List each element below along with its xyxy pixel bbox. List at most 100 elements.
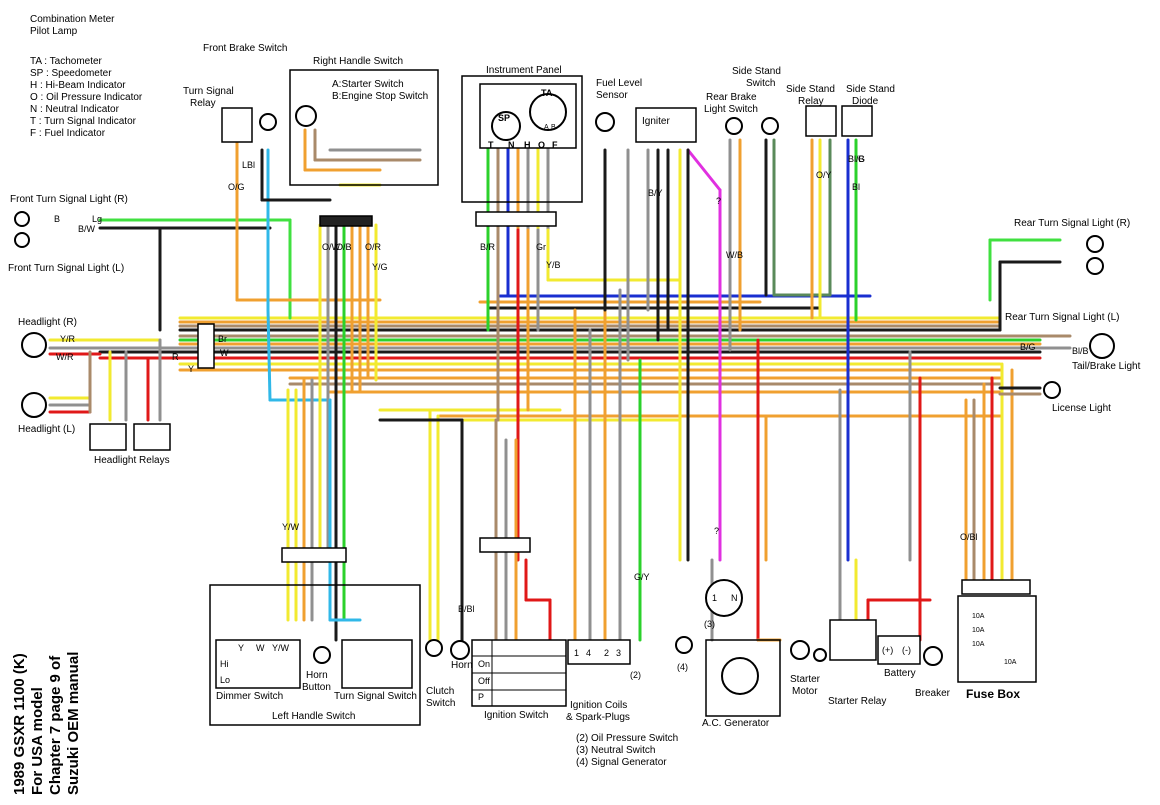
side-stand-diode-label: Diode [852,96,879,107]
wire-label: Bl/B [1072,346,1089,356]
legend-item: H : Hi-Beam Indicator [30,80,126,91]
wire-label: O/B [336,242,352,252]
dimmer-col: Y [238,643,244,653]
side-stand-switch-part [761,117,779,135]
horn-part [450,640,470,660]
rear-brake-switch-part [725,117,743,135]
headlight-r-label: Headlight (R) [18,317,77,328]
fuse-rating: 10A [972,613,985,620]
starter-relay-box [829,619,877,661]
front-turn-r-label: Front Turn Signal Light (R) [10,194,128,205]
ignition-coils-label: Ignition Coils [570,700,627,711]
turn-signal-relay-label: Turn Signal [183,86,234,97]
side-stand-relay-label: Side Stand [786,84,835,95]
ignition-row: Off [478,676,490,686]
starter-motor-label: Motor [792,686,818,697]
generator-rotor [721,657,759,695]
wire-label: B [54,214,60,224]
starter-relay-label: Starter Relay [828,696,886,707]
tail-brake-lamp [1089,333,1115,359]
wire-label: Y/R [60,334,76,344]
wire-label: B/G [1020,342,1036,352]
gauge-label-ta: TA [541,88,553,98]
legend-item: TA : Tachometer [30,56,103,67]
fuel-sensor-part [595,112,615,132]
clutch-switch-part [425,639,443,657]
clutch-switch-label: Clutch [426,686,454,697]
starter-motor-label: Starter [790,674,821,685]
rhs-a-label: A:Starter Switch [332,79,404,90]
side-stand-diode-label: Side Stand [846,84,895,95]
fuse-box-label: Fuse Box [966,687,1020,701]
meter-letter: O [538,140,545,150]
fuse-connector [961,579,1031,595]
headlight-r-lamp [21,332,47,358]
caption-line: 1989 GSXR 1100 (K) [11,653,28,795]
ignition-coils-label: & Spark-Plugs [566,712,630,723]
wire-label: B/R [480,242,496,252]
igniter-box [635,107,697,143]
license-light-label: License Light [1052,403,1111,414]
wire-label: O/Y [816,170,832,180]
ac-generator-label: A.C. Generator [702,718,770,729]
igniter-label: Igniter [642,116,670,127]
meter-letter: N [508,140,515,150]
side-stand-relay-label: Relay [798,96,824,107]
legend-item: T : Turn Signal Indicator [30,116,137,127]
sensor-mark: B [551,124,556,131]
meter-letter: H [524,140,531,150]
side-stand-relay-box [805,105,837,137]
wire-label: Br [218,334,227,344]
callout-3: (3) [704,619,715,629]
turn-signal-relay-label: Relay [190,98,216,109]
rear-turn-l-lamp [1086,257,1104,275]
ac-generator-box [705,639,781,717]
speedo-gauge [491,111,521,141]
side-stand-switch-label: Side Stand [732,66,781,77]
fuse-rating: 10A [972,641,985,648]
headlight-relays-label: Headlight Relays [94,455,170,466]
legend-header-2: Pilot Lamp [30,26,78,37]
instrument-panel-box [461,75,583,203]
question-mark: ? [716,196,721,206]
dimmer-col: Y/W [272,643,290,653]
ign-connector [479,537,531,553]
coil-block [567,639,631,665]
meter-letter: F [552,140,558,150]
caption-line: Chapter 7 page 9 of [47,655,64,795]
fuse-rating: 10A [972,627,985,634]
wire-label: O/R [365,242,382,252]
dimmer-switch-label: Dimmer Switch [216,691,283,702]
coil-number: 3 [616,648,621,658]
headlight-relay-2 [133,423,171,451]
wire-label: Lg [92,214,102,224]
tach-gauge [529,93,567,131]
rear-brake-switch-label: Rear Brake [706,92,757,103]
meter-connector [475,211,557,227]
battery-terminal: (+) [882,645,893,655]
note: (2) Oil Pressure Switch [576,733,678,744]
starter-motor-part [790,640,810,660]
legend-item: SP : Speedometer [30,68,112,79]
wire-label: Bl/B [848,154,865,164]
rhs-part [295,105,317,127]
dimmer-switch-table [215,639,301,689]
headlight-connector [197,323,215,369]
front-turn-l-label: Front Turn Signal Light (L) [8,263,124,274]
wire-layer [48,128,1072,647]
wire-label: B/W [78,224,96,234]
note: (4) Signal Generator [576,757,667,768]
caption-line: Suzuki OEM manual [65,652,82,795]
wire-label: Bl [852,182,860,192]
front-turn-l-lamp [14,232,30,248]
turn-signal-switch-table [341,639,413,689]
side-caption: 1989 GSXR 1100 (K) For USA model Chapter… [11,652,82,795]
clutch-switch-label: Switch [426,698,455,709]
callout-4: (4) [677,662,688,672]
rear-turn-r-label: Rear Turn Signal Light (R) [1014,218,1130,229]
fuse-box-box [957,595,1037,683]
rhs-connector [319,215,373,227]
wire-label: O/Bl [960,532,978,542]
fuel-level-sensor-label: Fuel Level [596,78,642,89]
turn-signal-switch-label: Turn Signal Switch [334,691,417,702]
